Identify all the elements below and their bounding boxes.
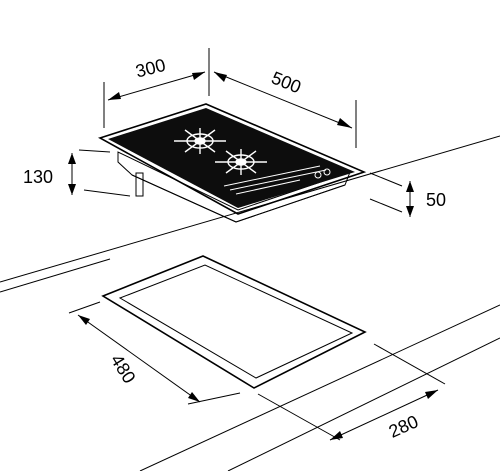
dim-280-label: 280 xyxy=(386,411,422,441)
dim-480-ext-bottom xyxy=(187,392,241,405)
cutout-inner-edge xyxy=(118,264,354,379)
dim-480-ext-top xyxy=(68,301,101,314)
dim-500-arrow-right xyxy=(337,118,352,128)
countertop-front-top-edge xyxy=(139,304,500,471)
dim-280-line xyxy=(329,389,439,441)
countertop-front-bottom-edge xyxy=(227,337,500,471)
control-strip-line-3 xyxy=(235,179,301,195)
dim-130-label: 130 xyxy=(23,167,53,187)
dim-130-ext-top xyxy=(78,149,111,153)
burner-front xyxy=(215,149,267,175)
dim-300-arrow-left xyxy=(108,92,121,100)
dim-300-label: 300 xyxy=(134,55,168,82)
cutout-outer-edge xyxy=(101,255,367,389)
dim-280-arrow-left xyxy=(330,431,343,440)
hob-housing-base-left xyxy=(131,174,237,223)
dim-130-arrow-bottom xyxy=(68,184,76,195)
countertop-left-underside xyxy=(0,258,111,293)
dim-300-line xyxy=(107,71,206,101)
dim-480-arrow-bottom xyxy=(188,392,200,402)
control-strip xyxy=(223,165,331,195)
dim-280-ext-left xyxy=(257,393,341,441)
hob-unit xyxy=(97,103,367,223)
countertop xyxy=(0,135,500,471)
dimension-130: 130 xyxy=(23,149,131,197)
dim-280-arrow-right xyxy=(425,390,438,399)
dim-500-label: 500 xyxy=(269,68,304,98)
control-knob-1 xyxy=(314,171,322,179)
dim-50-arrow-top xyxy=(406,181,414,192)
dim-500-arrow-left xyxy=(214,72,227,82)
dim-130-arrow-top xyxy=(68,153,76,164)
dim-50-label: 50 xyxy=(426,190,446,210)
control-strip-line-2 xyxy=(229,169,327,191)
countertop-back-edge xyxy=(0,135,500,283)
control-strip-line-1 xyxy=(223,165,321,187)
dim-480-label: 480 xyxy=(107,351,140,387)
dimension-280: 280 xyxy=(257,343,446,442)
hob-frame xyxy=(97,103,367,215)
burner-rear xyxy=(174,128,226,154)
hob-housing-base-right xyxy=(235,184,346,223)
gas-inlet-pipe xyxy=(135,172,144,197)
dimension-50: 50 xyxy=(369,172,446,217)
dim-480-arrow-top xyxy=(78,315,90,325)
dim-280-ext-right xyxy=(373,343,446,385)
dim-50-ext-top xyxy=(369,172,403,187)
control-knob-2 xyxy=(323,168,331,176)
dim-50-ext-bottom xyxy=(369,198,403,213)
dim-300-arrow-right xyxy=(192,72,205,80)
dim-130-ext-bottom xyxy=(83,189,131,197)
dim-500-line xyxy=(213,71,353,129)
dim-50-arrow-bottom xyxy=(406,206,414,217)
cutout xyxy=(101,255,367,389)
dim-480-line xyxy=(77,314,201,403)
